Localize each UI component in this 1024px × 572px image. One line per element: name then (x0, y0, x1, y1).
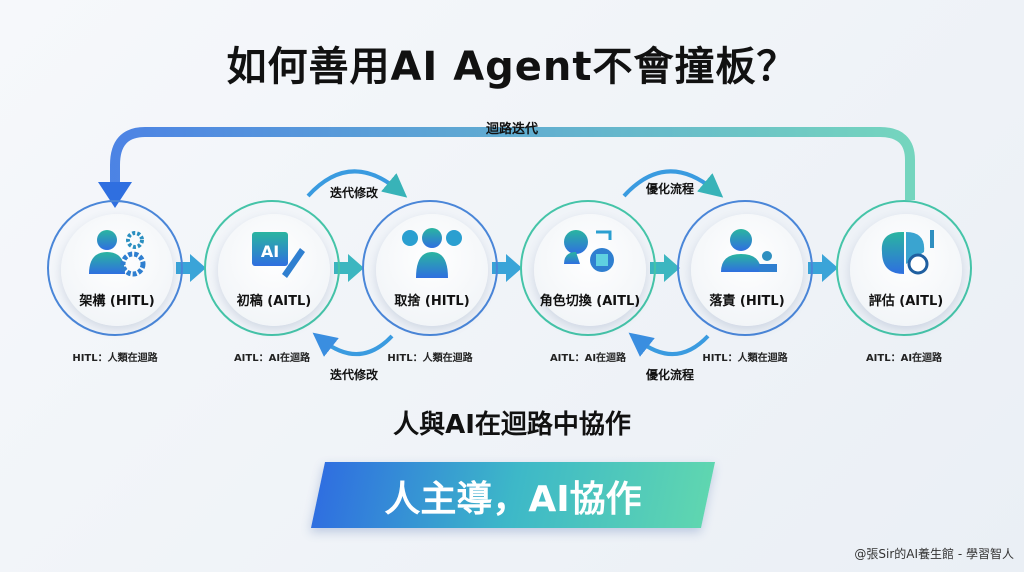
subtitle: 人與AI在迴路中協作 (393, 410, 631, 440)
node-disc (534, 214, 646, 326)
iterate-label-bottom: 迭代修改 (330, 368, 379, 382)
person-gears-icon (89, 230, 146, 277)
page-title: 如何善用AI Agent不會撞板？ (226, 44, 798, 90)
node-label: 架構 (HITL) (79, 294, 155, 309)
step-arrows (176, 254, 838, 282)
step-node-5: 落責 (HITL) (677, 200, 813, 336)
person-choice-icon (402, 228, 462, 278)
node-caption: HITL：人類在迴路 (702, 353, 788, 364)
brain-analytics-icon (881, 230, 934, 275)
step-node-6: 評估 (AITL) (836, 200, 972, 336)
node-label: 角色切換 (AITL) (539, 294, 641, 309)
svg-text:AI: AI (261, 242, 279, 261)
node-caption: AITL：AI在迴路 (865, 353, 943, 364)
ai-chip-pen-icon: AI (252, 232, 305, 278)
node-label: 評估 (AITL) (868, 294, 944, 309)
node-caption: AITL：AI在迴路 (549, 353, 627, 364)
loop-arrow (110, 127, 915, 200)
loop-arrowhead (98, 182, 132, 208)
iterate-label-top: 迭代修改 (330, 186, 379, 200)
node-caption: HITL：人類在迴路 (72, 353, 158, 364)
person-stamp-icon (721, 229, 777, 272)
human-ai-swap-icon (564, 230, 614, 272)
optimize-label-top: 優化流程 (646, 182, 695, 196)
banner-text: 人主導，AI協作 (384, 479, 642, 520)
node-caption: AITL：AI在迴路 (233, 353, 311, 364)
node-label: 取捨 (HITL) (394, 294, 470, 309)
step-node-1: 架構 (HITL) (47, 200, 183, 336)
footer-credit: @張Sir的AI養生館 - 學習智人 (854, 547, 1014, 561)
node-label: 初稿 (AITL) (236, 294, 312, 309)
optimize-label-bottom: 優化流程 (646, 368, 695, 382)
step-node-2: AI 初稿 (AITL) (204, 200, 340, 336)
step-node-3: 取捨 (HITL) (362, 200, 498, 336)
node-caption: HITL：人類在迴路 (387, 353, 473, 364)
node-label: 落責 (HITL) (709, 294, 785, 309)
loop-label: 迴路迭代 (485, 122, 538, 137)
step-node-4: 角色切換 (AITL) (520, 200, 656, 336)
